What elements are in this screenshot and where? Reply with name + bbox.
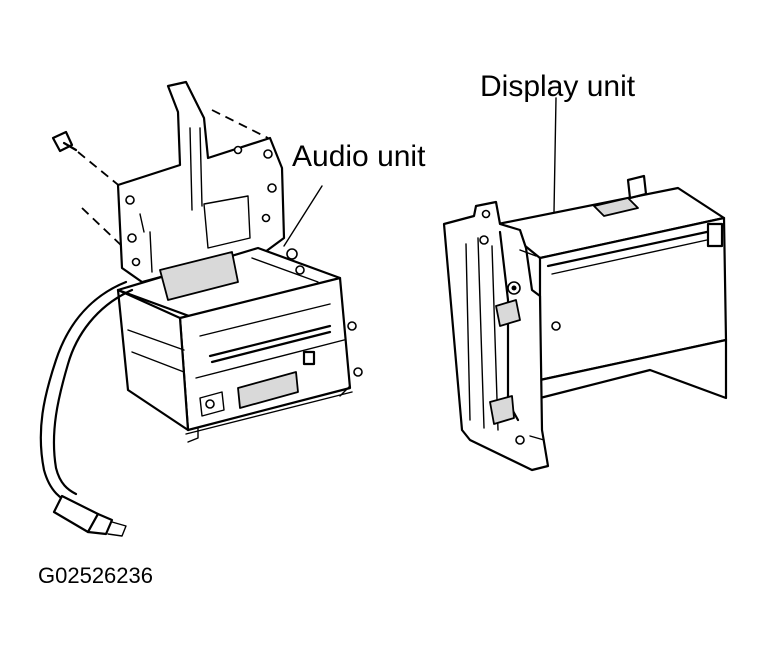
display-unit-body [496, 174, 728, 400]
display-unit-label: Display unit [480, 70, 636, 103]
screw-guide-line [77, 151, 123, 189]
figure-id: G02526236 [38, 563, 153, 588]
wiring-harness [39, 280, 134, 537]
display-unit-leader [553, 97, 557, 213]
screw [51, 130, 78, 153]
display-mounting-bracket [442, 200, 550, 472]
audio-unit-body [116, 246, 363, 443]
audio-unit-assembly [39, 80, 363, 537]
audio-unit-label: Audio unit [292, 140, 426, 173]
lower-guide-line [81, 207, 125, 249]
audio-unit-leader [283, 185, 323, 247]
upper-guide-line [211, 109, 269, 139]
display-unit-assembly [442, 174, 728, 472]
mounting-bracket [116, 80, 286, 284]
